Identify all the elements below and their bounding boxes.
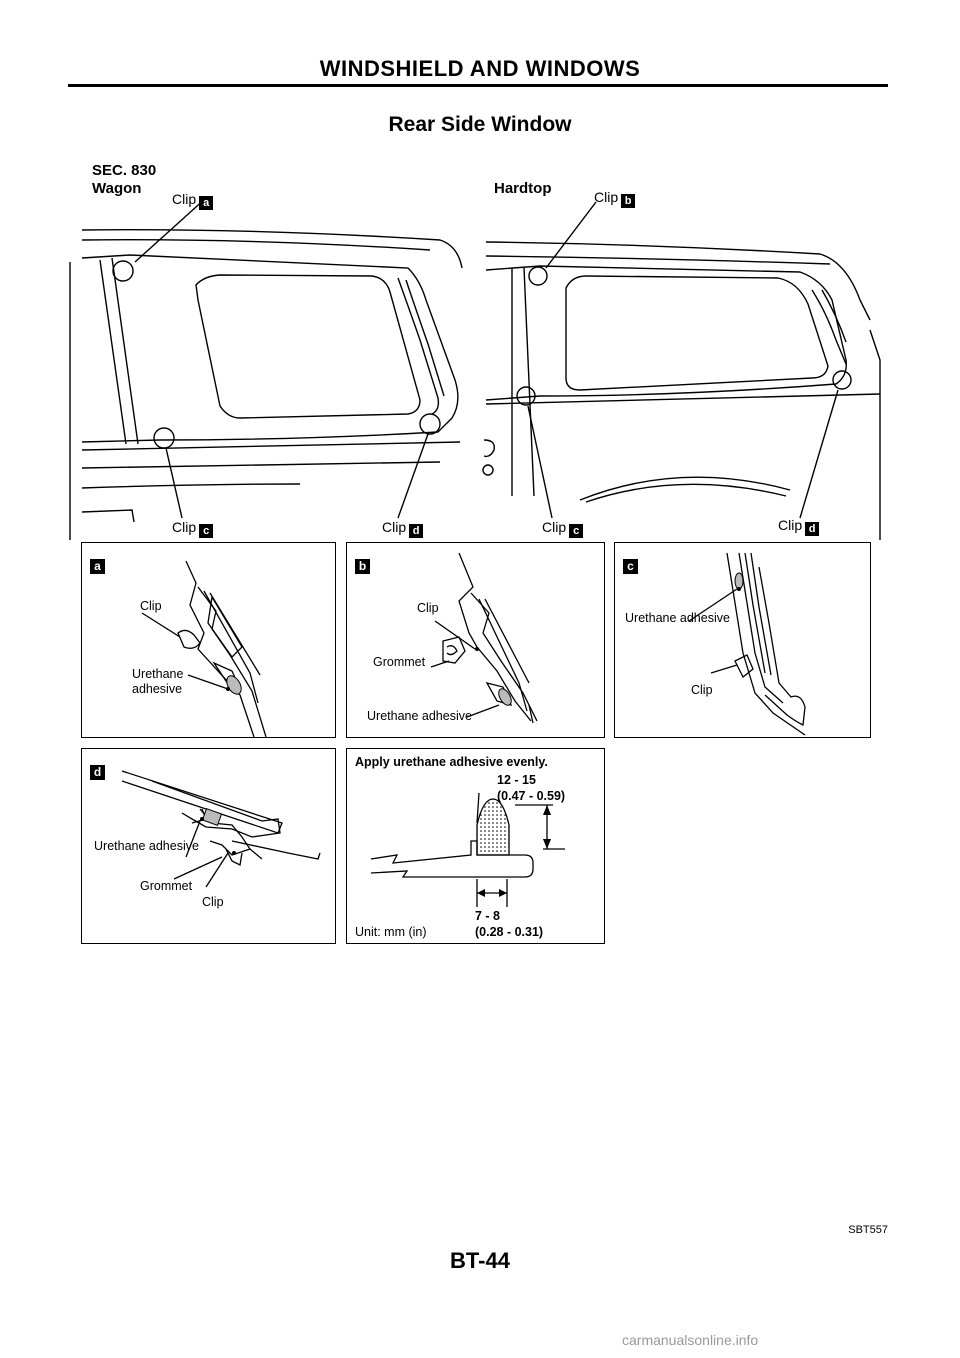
detail-d-drawing xyxy=(121,770,321,888)
bead-title: Apply urethane adhesive evenly. xyxy=(355,755,548,769)
badge-d-icon: d xyxy=(409,524,424,538)
detail-c-urethane-label: Urethane adhesive xyxy=(625,611,730,625)
hardtop-label: Hardtop xyxy=(494,180,552,197)
detail-c-drawing xyxy=(688,552,806,736)
badge-c-icon: c xyxy=(623,559,638,574)
section-code-label: SEC. 830 xyxy=(92,162,157,179)
clip-label: Clip xyxy=(172,519,197,535)
page-number: BT-44 xyxy=(450,1248,510,1273)
header-rule xyxy=(68,84,888,87)
badge-c-icon: c xyxy=(569,524,584,538)
wagon-label: Wagon xyxy=(92,180,142,197)
page-header-title: WINDSHIELD AND WINDOWS xyxy=(319,56,641,81)
detail-d-panel: d Urethane adhesive Grommet Clip xyxy=(81,748,336,944)
badge-a-icon: a xyxy=(90,559,105,574)
clip-label: Clip xyxy=(542,519,567,535)
detail-c-panel: c Urethane adhesive Clip xyxy=(614,542,871,738)
badge-b-icon: b xyxy=(355,559,370,574)
detail-d-grommet-label: Grommet xyxy=(140,879,193,893)
detail-a-clip-label: Clip xyxy=(140,599,162,613)
badge-a-icon: a xyxy=(199,196,214,210)
clip-label: Clip xyxy=(172,191,197,207)
clip-label: Clip xyxy=(778,517,803,533)
detail-b-urethane-label: Urethane adhesive xyxy=(367,709,472,723)
badge-b-icon: b xyxy=(621,194,636,208)
detail-b-clip-label: Clip xyxy=(417,601,439,615)
detail-b-grommet-label: Grommet xyxy=(373,655,426,669)
bead-width-mm: 7 - 8 xyxy=(475,909,501,923)
badge-d-icon: d xyxy=(805,522,820,536)
detail-c-clip-label: Clip xyxy=(691,683,713,697)
detail-b-drawing xyxy=(430,552,538,724)
figure-code: SBT557 xyxy=(848,1224,888,1236)
section-title: Rear Side Window xyxy=(388,113,572,136)
watermark: carmanualsonline.info xyxy=(622,1332,759,1348)
detail-bead-drawing xyxy=(370,792,565,907)
bead-height-in: (0.47 - 0.59) xyxy=(497,789,566,803)
detail-a-panel: a Clip Urethane adhesive xyxy=(81,542,336,738)
detail-a-drawing xyxy=(141,560,267,737)
detail-a-urethane-label-2: adhesive xyxy=(132,682,183,696)
detail-b-panel: b Clip Grommet Urethane adhesive xyxy=(346,542,605,738)
clip-label: Clip xyxy=(594,189,619,205)
detail-a-urethane-label-1: Urethane xyxy=(132,667,184,681)
badge-c-icon: c xyxy=(199,524,214,538)
bead-unit-label: Unit: mm (in) xyxy=(355,925,427,939)
clip-label: Clip xyxy=(382,519,407,535)
bead-width-in: (0.28 - 0.31) xyxy=(475,925,544,939)
detail-d-urethane-label: Urethane adhesive xyxy=(94,839,199,853)
detail-d-clip-label: Clip xyxy=(202,895,224,909)
overview-illustration xyxy=(69,197,881,540)
bead-height-mm: 12 - 15 xyxy=(497,773,536,787)
badge-d-icon: d xyxy=(90,765,105,780)
detail-bead-panel: Apply urethane adhesive evenly. 12 - 15 … xyxy=(346,748,605,944)
